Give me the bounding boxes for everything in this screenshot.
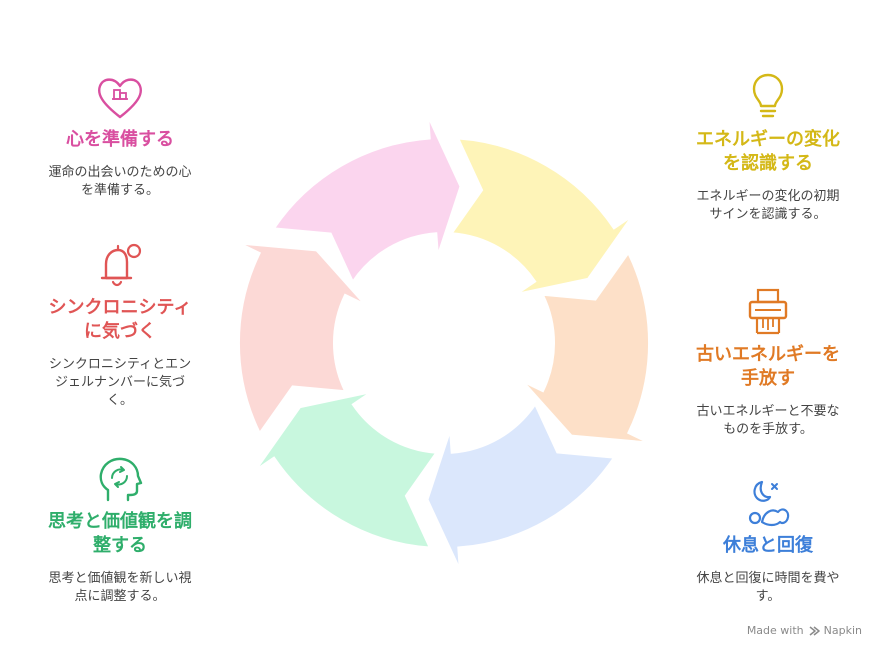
step-description: 休息と回復に時間を費やす。 <box>696 571 840 604</box>
napkin-brand: Napkin <box>823 624 862 637</box>
napkin-logo-icon <box>809 625 820 636</box>
made-with-footer: Made with Napkin <box>747 624 862 637</box>
step-description: 運命の出会いのための心を準備する。 <box>48 165 192 198</box>
step-title: 心を準備する <box>66 129 174 150</box>
step-description: エネルギーの変化の初期サインを認識する。 <box>696 189 840 222</box>
step-description: 古いエネルギーと不要なものを手放す。 <box>696 404 840 437</box>
arrow-recognize <box>237 242 366 435</box>
arrow-release <box>254 391 439 549</box>
arrow-sync <box>449 137 634 295</box>
sleeping-person-icon <box>748 480 790 527</box>
bell-notification-icon <box>100 243 142 287</box>
step-title: 古いエネルギーを手放す <box>696 344 840 389</box>
arrow-prepare <box>272 116 462 284</box>
step-release-energy: 古いエネルギーを手放す 古いエネルギーと不要なものを手放す。 <box>696 287 840 439</box>
arrow-adjust <box>522 251 651 444</box>
step-title: 休息と回復 <box>723 535 813 556</box>
head-arrows-icon <box>99 457 143 502</box>
lightbulb-icon <box>752 73 784 118</box>
step-adjust-thinking: 思考と価値観を調整する 思考と価値観を新しい視点に調整する。 <box>48 454 192 606</box>
made-with-label: Made with <box>746 624 804 637</box>
step-title: シンクロニシティに気づく <box>48 297 192 342</box>
step-prepare-heart: 心を準備する 運命の出会いのための心を準備する。 <box>48 72 192 200</box>
shredder-icon <box>748 288 788 335</box>
step-title: エネルギーの変化を認識する <box>696 129 840 174</box>
step-rest-recover: 休息と回復 休息と回復に時間を費やす。 <box>696 478 840 606</box>
step-synchronicity: シンクロニシティに気づく シンクロニシティとエンジェルナンバーに気づく。 <box>48 240 192 410</box>
heart-icon <box>98 78 142 119</box>
step-recognize-change: エネルギーの変化を認識する エネルギーの変化の初期サインを認識する。 <box>696 72 840 224</box>
step-description: シンクロニシティとエンジェルナンバーに気づく。 <box>48 357 192 408</box>
step-title: 思考と価値観を調整する <box>48 511 192 556</box>
step-description: 思考と価値観を新しい視点に調整する。 <box>48 571 192 604</box>
arrow-rest <box>426 402 616 570</box>
